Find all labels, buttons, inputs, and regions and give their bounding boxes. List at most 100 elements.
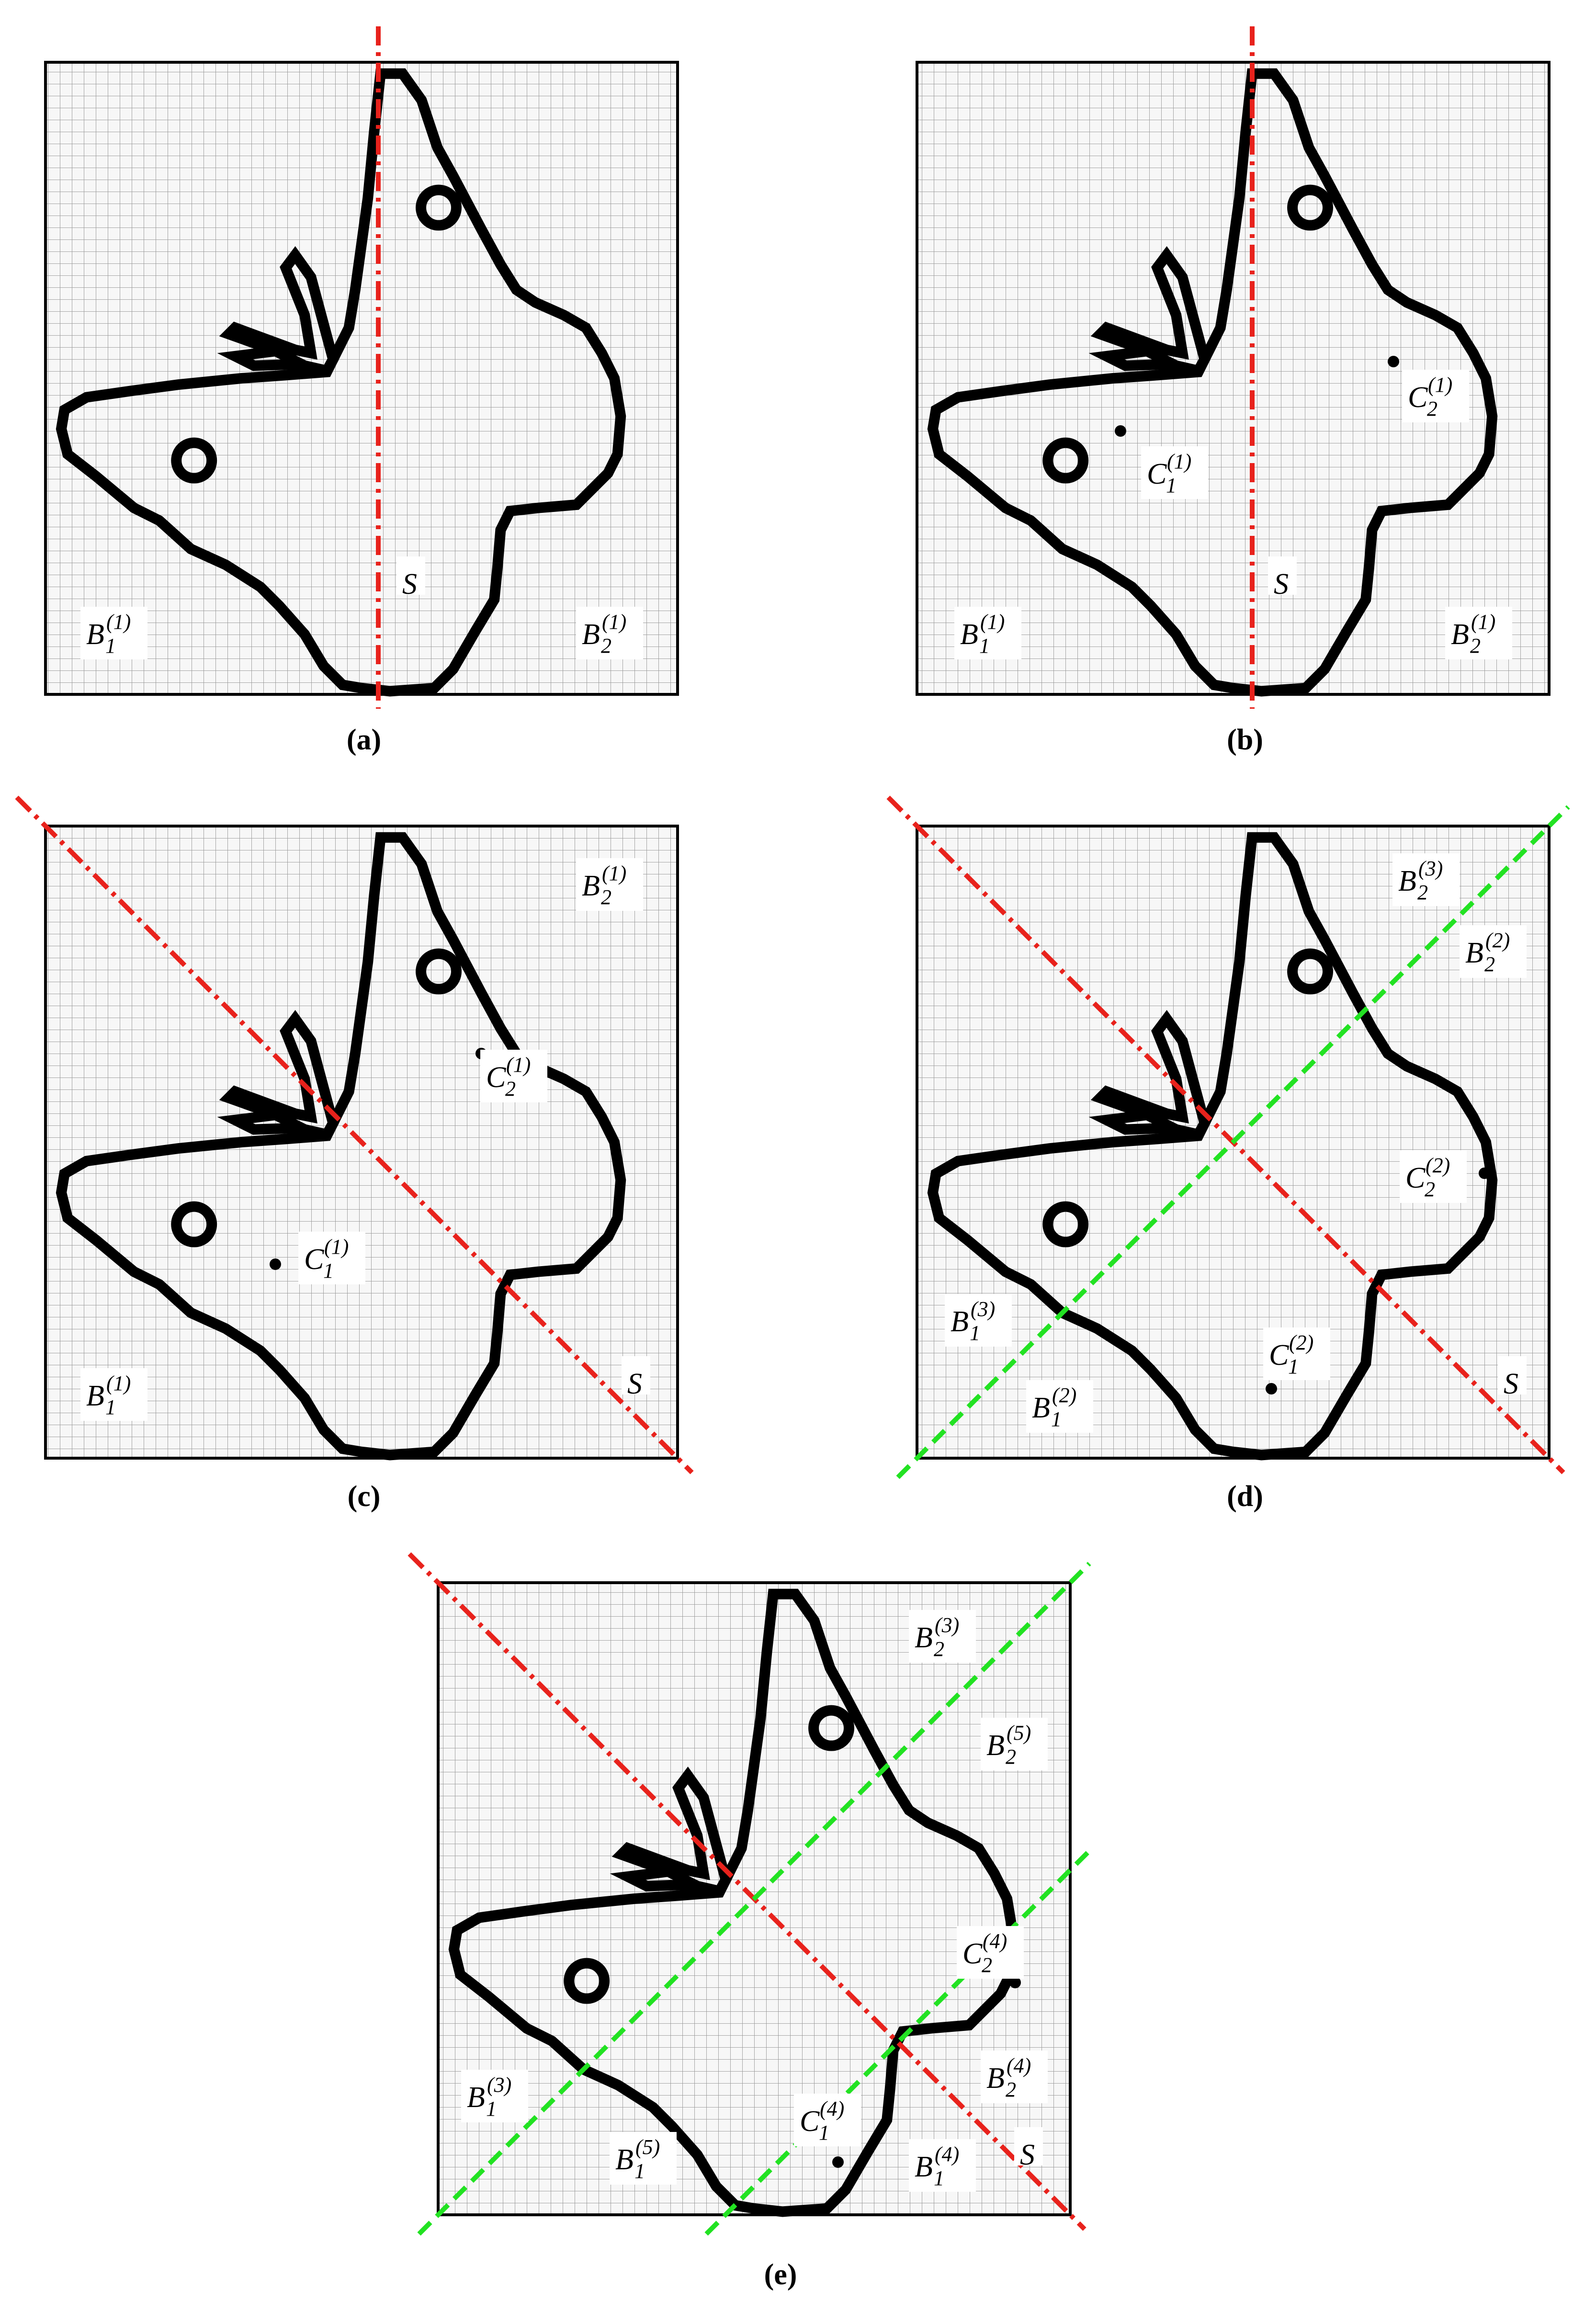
label-c2-sub: 2 — [1427, 397, 1438, 420]
label-c1-text: C — [800, 2105, 820, 2138]
label-c1-text: C — [1147, 458, 1167, 490]
symmetry-axis-s — [15, 795, 694, 1474]
contour-outline — [933, 74, 1492, 691]
label-b1-sup: (1) — [980, 610, 1005, 634]
label-c1: C(4)1 — [794, 2094, 861, 2146]
label-b1: B(1)1 — [954, 607, 1021, 659]
label-b2-text: B — [582, 618, 600, 651]
antenna-fringe-lower — [1107, 350, 1164, 366]
label-c1-sub: 1 — [819, 2121, 829, 2144]
label-c2-text: C — [962, 1938, 983, 1970]
centroid-dot-1 — [270, 1258, 281, 1270]
label-c2-sub: 2 — [505, 1077, 516, 1100]
label-b13-text: B — [951, 1305, 969, 1338]
label-b12-sup: (2) — [1052, 1383, 1076, 1407]
boundary-line-green — [896, 805, 1570, 1479]
antenna-fringe — [1100, 1019, 1205, 1135]
label-b2-text: B — [582, 870, 600, 902]
butterfly-contour — [933, 838, 1492, 1455]
panel-frame — [437, 1581, 1072, 2216]
label-b14-text: B — [915, 2151, 933, 2183]
label-b23-text: B — [915, 1621, 933, 1654]
eye-ring-lower — [176, 443, 212, 478]
label-c1-text: C — [1269, 1339, 1289, 1372]
antenna-fringe-lower — [1107, 1114, 1164, 1130]
label-b1-sup: (1) — [106, 1372, 131, 1395]
label-b2-text: B — [1451, 618, 1469, 651]
label-b13-sub: 1 — [486, 2097, 497, 2120]
label-c1: C(1)1 — [1141, 446, 1208, 499]
label-b1-text: B — [86, 1380, 104, 1412]
antenna-fringe — [1100, 255, 1205, 371]
panel-d: SB(3)1B(2)1B(3)2B(2)2C(2)1C(2)2(d) — [886, 795, 1570, 1513]
panel-caption: (b) — [1227, 724, 1263, 756]
label-b15: B(5)1 — [610, 2132, 677, 2185]
panel-frame — [44, 825, 679, 1460]
panel-caption: (e) — [764, 2258, 797, 2291]
label-c2: C(1)2 — [1402, 370, 1469, 422]
label-b2: B(1)2 — [576, 607, 643, 659]
label-b1-sub: 1 — [979, 634, 990, 657]
label-c1-sup: (4) — [820, 2097, 844, 2120]
label-b25: B(5)2 — [981, 1718, 1048, 1770]
label-c1-sup: (2) — [1289, 1331, 1313, 1354]
label-c2-text: C — [1408, 381, 1428, 414]
label-c2: C(1)2 — [480, 1050, 547, 1102]
label-b1-sub: 1 — [105, 1395, 116, 1419]
label-c2-sup: (2) — [1426, 1154, 1450, 1177]
label-b22-sub: 2 — [1484, 952, 1495, 976]
label-b1-text: B — [86, 618, 104, 651]
label-c1-sub: 1 — [1166, 474, 1177, 497]
label-b1: B(1)1 — [80, 1368, 147, 1421]
label-b13-sub: 1 — [970, 1321, 980, 1345]
label-b23: B(3)2 — [1392, 853, 1460, 906]
antenna-fringe-lower — [628, 1870, 685, 1886]
label-b1-sup: (1) — [106, 610, 131, 634]
antenna-fringe-lower — [235, 1114, 292, 1130]
label-b22-text: B — [1465, 937, 1483, 969]
eye-ring-upper — [814, 1711, 849, 1746]
label-c2: C(4)2 — [957, 1926, 1024, 1979]
label-b14-sub: 1 — [934, 2166, 944, 2190]
label-c1-sub: 1 — [323, 1259, 334, 1282]
label-b13-sup: (3) — [971, 1297, 995, 1321]
eye-ring-upper — [1292, 190, 1328, 226]
label-c1-text: C — [304, 1243, 324, 1276]
antenna-fringe — [229, 255, 333, 371]
boundary-line-green — [417, 1562, 1091, 2236]
label-b23: B(3)2 — [909, 1610, 976, 1663]
label-b24-text: B — [986, 2062, 1005, 2095]
symmetry-axis-s — [886, 795, 1565, 1474]
butterfly-contour — [61, 74, 621, 691]
centroid-dot-1 — [1266, 1383, 1277, 1394]
contour-outline — [454, 1594, 1013, 2212]
label-b12-text: B — [1032, 1392, 1050, 1424]
pixel-grid — [45, 62, 678, 694]
label-b15-text: B — [615, 2143, 634, 2176]
label-c2-sub: 2 — [982, 1953, 992, 1977]
eye-ring-upper — [1292, 954, 1328, 989]
label-c1-sub: 1 — [1288, 1355, 1299, 1378]
label-b13: B(3)1 — [945, 1294, 1012, 1347]
label-c2-sub: 2 — [1425, 1178, 1435, 1201]
panel-caption: (a) — [347, 724, 381, 756]
label-b24-sup: (4) — [1007, 2054, 1031, 2077]
eye-ring-lower — [1048, 1207, 1083, 1242]
label-s-text: S — [402, 568, 417, 601]
label-s: S — [1498, 1356, 1527, 1400]
label-b12: B(2)1 — [1026, 1380, 1093, 1433]
label-b24-sub: 2 — [1006, 2078, 1016, 2101]
label-c2-text: C — [486, 1061, 506, 1094]
label-c1: C(1)1 — [298, 1232, 365, 1284]
centroid-dot-2 — [1479, 1168, 1490, 1179]
label-b15-sub: 1 — [634, 2159, 645, 2183]
eye-ring-lower — [176, 1207, 212, 1242]
label-b23-sub: 2 — [1417, 881, 1428, 904]
label-c2-sup: (1) — [1428, 373, 1452, 397]
label-s-text: S — [1504, 1368, 1518, 1400]
label-b23-sub: 2 — [934, 1637, 944, 1661]
label-b2-sub: 2 — [1470, 634, 1481, 657]
label-b12-sub: 1 — [1051, 1407, 1062, 1431]
label-b13-sup: (3) — [487, 2073, 511, 2097]
